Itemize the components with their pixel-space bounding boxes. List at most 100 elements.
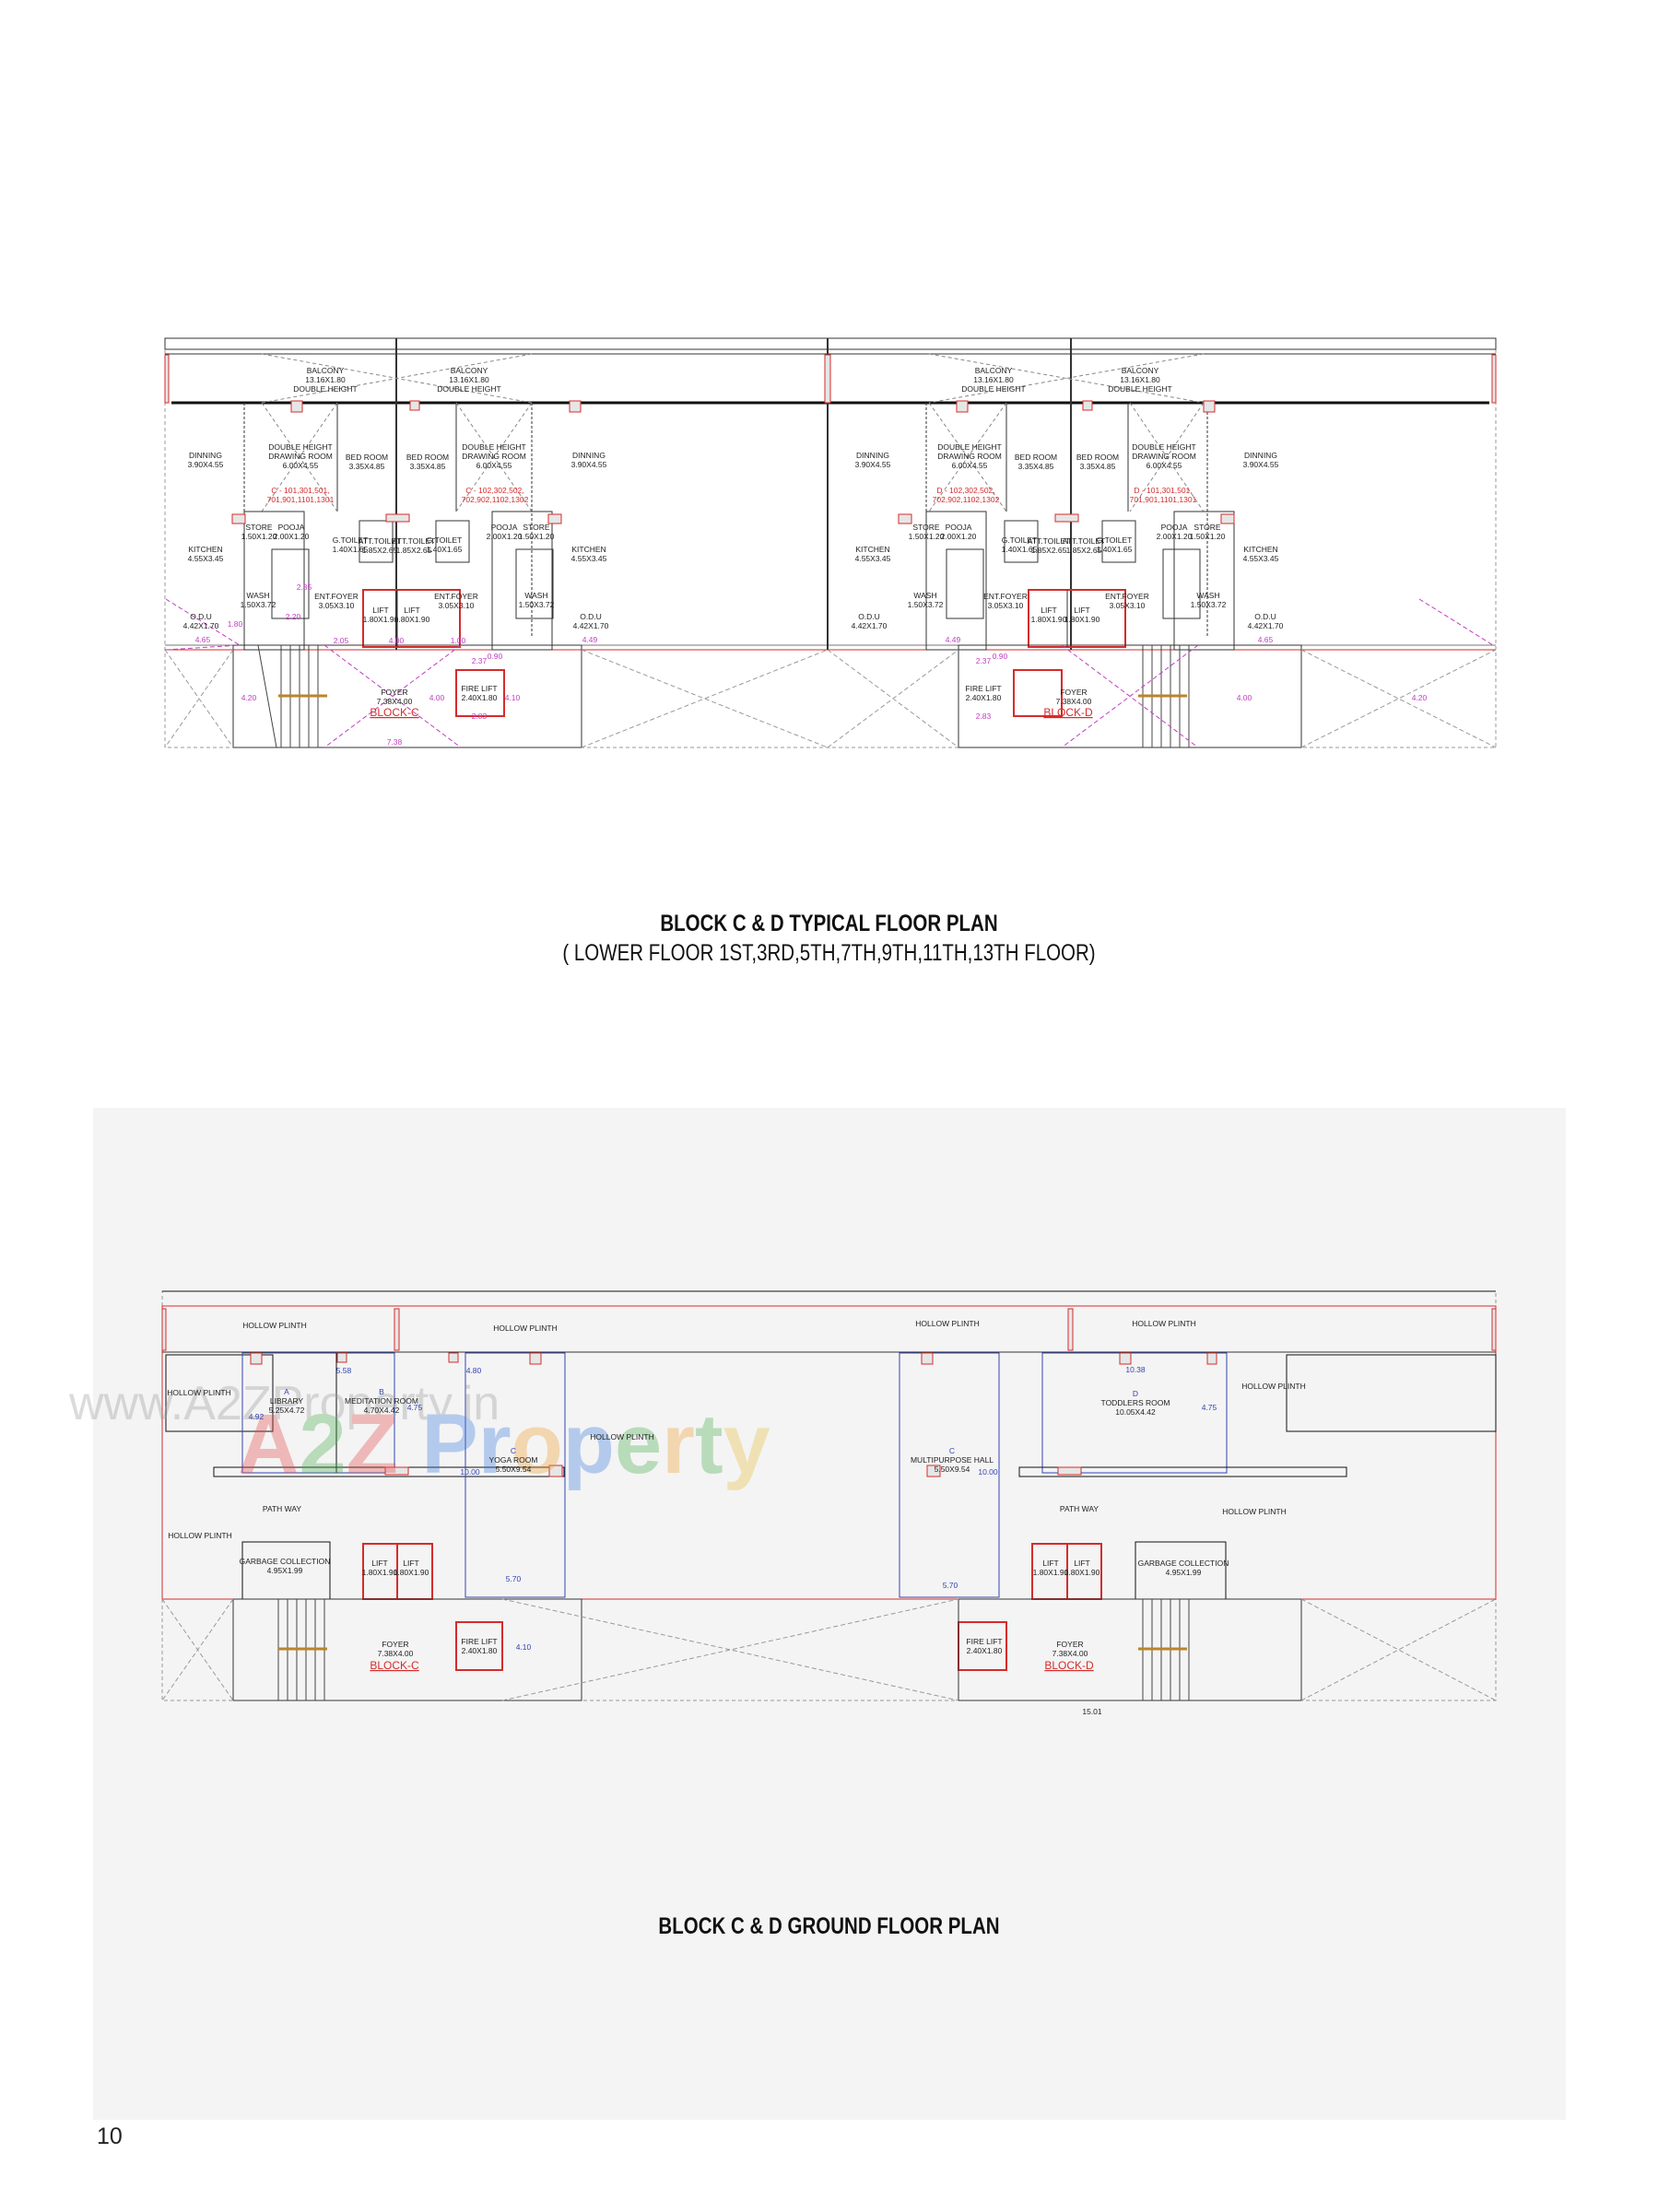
dimension-label: 4.65	[195, 635, 211, 644]
room-letter: B	[379, 1387, 384, 1396]
dimension-label: 2.83	[472, 712, 488, 721]
block-label: BLOCK-C	[370, 1659, 419, 1672]
dimension-label: 2.83	[976, 712, 992, 721]
room-letter: C	[949, 1446, 955, 1455]
block-label: BLOCK-C	[370, 706, 419, 719]
dimension-label: 4.00	[429, 693, 445, 702]
typical-plan-title: BLOCK C & D TYPICAL FLOOR PLAN	[660, 911, 998, 936]
dimension-label: 1.00	[451, 636, 466, 645]
flat-number-label: D - 101,301,501,701,901,1101,1301	[1130, 486, 1197, 504]
dimension-label: 4.10	[516, 1642, 532, 1652]
dimension-label: 2.05	[334, 636, 349, 645]
room-label: PATH WAY	[263, 1504, 302, 1513]
room-label: PATH WAY	[1060, 1504, 1099, 1513]
room-letter: A	[284, 1387, 289, 1396]
dimension-label: 4.49	[946, 635, 961, 644]
dimension-label: 1.80	[228, 619, 243, 629]
dimension-label: 4.92	[249, 1412, 265, 1421]
dimension-label: 10.00	[978, 1467, 998, 1477]
typical-plan-subtitle: ( LOWER FLOOR 1ST,3RD,5TH,7TH,9TH,11TH,1…	[562, 940, 1096, 966]
typical-floor-plan-drawing	[164, 337, 1497, 748]
room-letter: C	[511, 1446, 516, 1455]
dimension-label: 2.37	[472, 656, 488, 665]
dimension-label: 4.49	[582, 635, 598, 644]
dimension-label: 4.65	[1258, 635, 1274, 644]
dimension-label: 4.00	[389, 636, 405, 645]
dimension-label: 10.00	[460, 1467, 480, 1477]
room-label: HOLLOW PLINTH	[915, 1319, 979, 1328]
block-label: BLOCK-D	[1044, 1659, 1094, 1672]
room-label: HOLLOW PLINTH	[1222, 1507, 1286, 1516]
dimension-label: 4.75	[407, 1403, 423, 1412]
dimension-label: 5.70	[506, 1574, 522, 1583]
flat-number-label: C - 102,302,502,702,902,1102,1302	[462, 486, 529, 504]
room-label: HOLLOW PLINTH	[1241, 1382, 1305, 1391]
dimension-label: 4.80	[466, 1366, 482, 1375]
dimension-label: 2.20	[286, 612, 301, 621]
ground-plan-panel	[93, 1108, 1566, 2120]
room-label: HOLLOW PLINTH	[168, 1531, 231, 1540]
room-label: HOLLOW PLINTH	[590, 1432, 653, 1441]
dimension-label: 4.20	[1412, 693, 1428, 702]
dimension-label: 5.70	[943, 1581, 958, 1590]
block-label: BLOCK-D	[1043, 706, 1093, 719]
dimension-label: 2.85	[297, 582, 312, 592]
ground-plan-title: BLOCK C & D GROUND FLOOR PLAN	[658, 1913, 1000, 1939]
svg-text:A2Z Property: A2Z Property	[238, 1397, 770, 1491]
dimension-label: 2.37	[976, 656, 992, 665]
ground-floor-plan-drawing	[161, 1290, 1497, 1701]
flat-number-label: C - 101,301,501,701,901,1101,1301	[267, 486, 335, 504]
room-label: HOLLOW PLINTH	[167, 1388, 230, 1397]
